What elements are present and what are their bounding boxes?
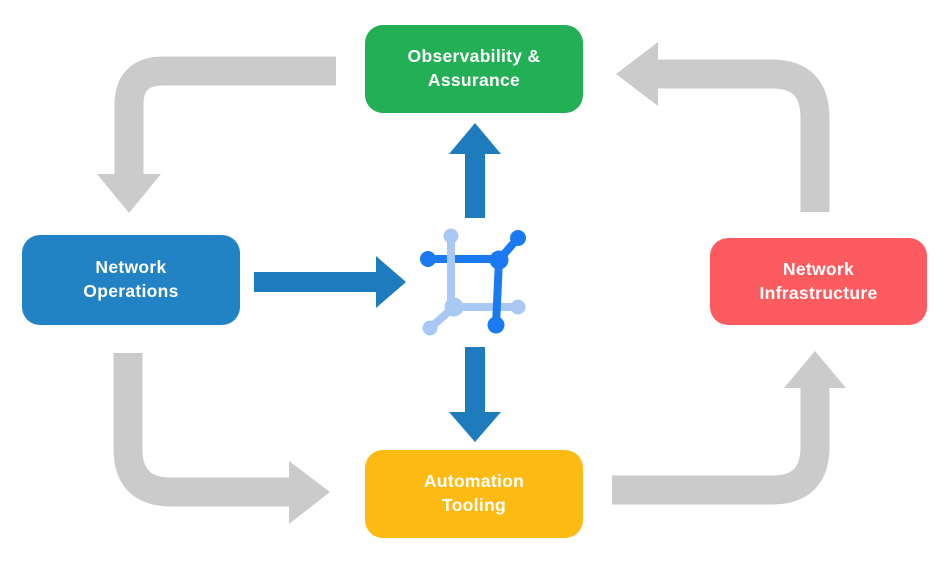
node-label: Network Infrastructure (759, 258, 878, 303)
node-automation-tooling: Automation Tooling (365, 450, 583, 538)
icon-node (510, 230, 526, 246)
arrow-head-right-icon (289, 461, 330, 524)
arrow-icon-to-automation (449, 347, 501, 442)
arrow-head-right-icon (376, 256, 406, 308)
arrow-shaft (113, 353, 290, 507)
arrow-icon-to-observability (449, 123, 501, 218)
arrow-automation-to-infrastructure (612, 351, 846, 505)
node-label: Automation Tooling (423, 471, 525, 515)
icon-node (420, 251, 436, 267)
arrow-head-down-icon (449, 412, 501, 442)
arrow-head-up-icon (784, 351, 846, 388)
node-network-operations: Network Operations (22, 235, 240, 325)
node-label: Network Operations (83, 257, 179, 301)
arrow-operations-to-icon (254, 256, 406, 308)
arrow-head-up-icon (449, 123, 501, 154)
arrow-observability-to-operations (97, 56, 336, 213)
node-network-infrastructure: Network Infrastructure (710, 238, 927, 325)
arrow-head-left-icon (616, 42, 658, 106)
arrow-operations-to-automation (113, 353, 330, 524)
network-automation-icon (420, 228, 526, 336)
arrow-infrastructure-to-observability (616, 42, 830, 212)
arrow-shaft (612, 388, 830, 505)
icon-edge (492, 256, 503, 329)
icon-node (443, 228, 459, 244)
icon-node (487, 316, 505, 334)
icon-node (510, 299, 526, 315)
arrow-head-down-icon (97, 174, 161, 213)
arrow-shaft (114, 56, 336, 175)
icon-node (422, 320, 438, 336)
node-observability-assurance: Observability & Assurance (365, 25, 583, 113)
node-label: Observability & Assurance (407, 46, 541, 90)
arrow-shaft (658, 59, 830, 212)
